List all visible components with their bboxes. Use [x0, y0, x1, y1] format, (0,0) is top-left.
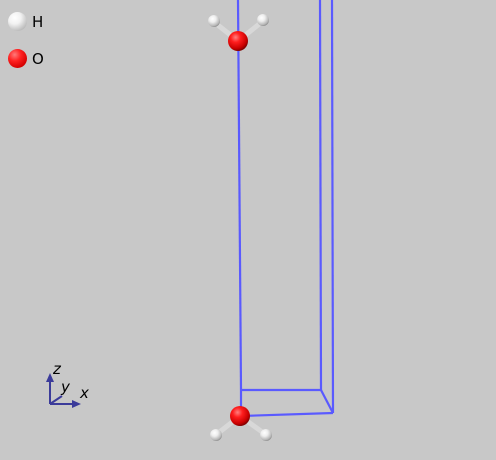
oxygen-ball-icon	[8, 49, 27, 68]
simulation-cell	[236, 0, 335, 418]
hydrogen-atom[interactable]	[208, 15, 220, 27]
x-axis-arrow-icon	[72, 400, 81, 408]
legend-label-hydrogen: H	[32, 13, 44, 31]
hydrogen-atom[interactable]	[260, 429, 272, 441]
z-axis-arrow-icon	[46, 373, 54, 382]
hydrogen-atom[interactable]	[257, 14, 269, 26]
cell-edge	[240, 411, 334, 418]
cell-edge	[320, 389, 334, 414]
legend-label-oxygen: O	[32, 50, 44, 68]
cell-edge	[236, 0, 243, 391]
hydrogen-atom[interactable]	[210, 429, 222, 441]
oxygen-atom[interactable]	[228, 31, 248, 51]
oxygen-atom[interactable]	[230, 406, 250, 426]
water-molecule-bottom[interactable]	[210, 406, 272, 441]
hydrogen-ball-icon	[8, 12, 27, 31]
cell-edge	[330, 0, 335, 414]
x-axis-label: x	[79, 384, 89, 402]
water-molecule-top[interactable]	[208, 14, 269, 51]
y-axis-line	[49, 395, 63, 405]
axis-triad: z y x	[46, 360, 89, 408]
y-axis-label: y	[60, 378, 71, 396]
z-axis-label: z	[52, 360, 62, 378]
cell-edge	[318, 0, 323, 391]
